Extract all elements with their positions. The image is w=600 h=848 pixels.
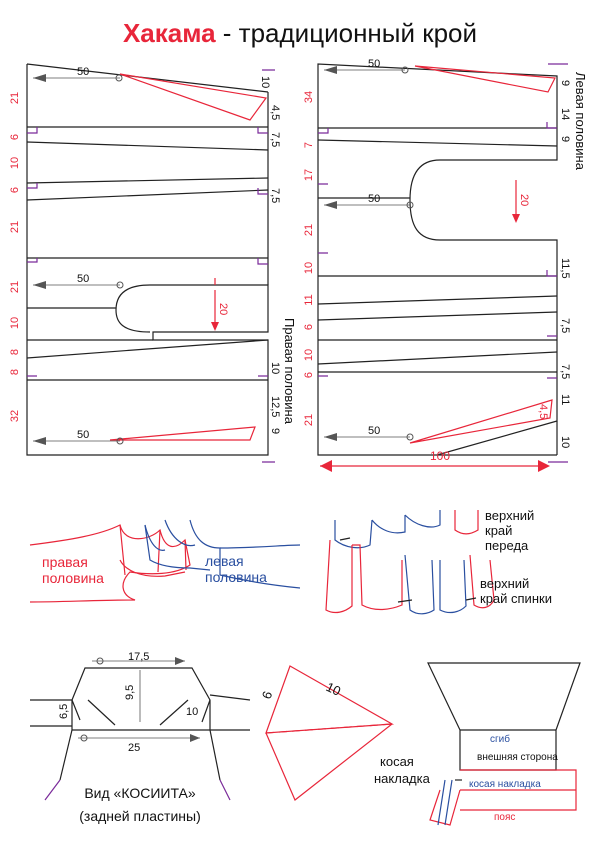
koshita-dim: 6,5 — [58, 704, 70, 719]
koshita-caption-1: Вид «КОСИИТА» — [84, 785, 196, 801]
left-half-pattern — [317, 63, 568, 472]
panel-patch: косая накладка — [469, 779, 541, 790]
dim-label: 21 — [9, 281, 21, 293]
right-half-left-dims: 21 6 10 6 21 21 10 8 8 32 — [9, 92, 21, 422]
koshita-dim: 9,5 — [124, 685, 136, 700]
patch-label-1: косая — [380, 754, 414, 769]
arrow-dim: 50 — [368, 193, 380, 205]
dim-label: 10 — [303, 262, 315, 274]
dim-label: 7 — [303, 142, 315, 148]
dim-label: 7,5 — [269, 132, 281, 147]
dim-label: 8 — [9, 349, 21, 355]
dim-label: 4,5 — [537, 404, 549, 419]
panel-fold: сгиб — [490, 733, 510, 745]
title: Хакама - традиционный крой — [123, 18, 477, 48]
left-half-left-dims: 34 7 17 21 10 11 6 10 6 21 — [303, 91, 315, 426]
dim-label: 20 — [217, 303, 229, 315]
dim-label: 6 — [9, 187, 21, 193]
dim-label: 10 — [303, 349, 315, 361]
dim-label: 10 — [269, 362, 281, 374]
koshita-dim: 17,5 — [128, 651, 149, 663]
fold-illustration-right — [325, 510, 495, 615]
dim-label: 10 — [259, 76, 271, 88]
dim-label: 6 — [303, 372, 315, 378]
dim-label: 10 — [559, 436, 571, 448]
panel-outside: внешняя сторона — [477, 752, 558, 763]
dim-label: 21 — [303, 414, 315, 426]
dim-label: 10 — [9, 317, 21, 329]
dim-label: 21 — [303, 224, 315, 236]
koshita-caption-2: (задней пластины) — [79, 808, 201, 824]
dim-label: 9 — [559, 136, 571, 142]
koshita-dim: 25 — [128, 742, 140, 754]
right-half-pattern — [26, 63, 275, 463]
dim-label: 4,5 — [269, 105, 281, 120]
arrow-dim: 50 — [368, 58, 380, 70]
title-rest: - традиционный крой — [216, 18, 477, 48]
panel-belt: пояс — [494, 812, 515, 823]
assembled-panel — [427, 662, 581, 826]
dim-label: 34 — [303, 91, 315, 103]
dim-label: 20 — [518, 194, 530, 206]
fold-illustration-left — [29, 519, 301, 603]
dim-label: 6 — [303, 324, 315, 330]
dim-label: 21 — [9, 221, 21, 233]
dim-label: 7,5 — [559, 364, 571, 379]
dim-label: 17 — [303, 169, 315, 181]
title-main: Хакама — [123, 18, 216, 48]
dim-label: 32 — [9, 410, 21, 422]
dim-label: 14 — [559, 108, 571, 120]
bottom-dim: 100 — [430, 449, 450, 463]
dim-label: 11 — [303, 294, 315, 305]
left-half-label: Левая половина — [573, 72, 588, 171]
dim-label: 10 — [9, 157, 21, 169]
dim-label: 9 — [559, 80, 571, 86]
dim-label: 9 — [269, 428, 281, 434]
koshita-dim: 10 — [186, 706, 198, 718]
dim-label: 21 — [9, 92, 21, 104]
arrow-dim: 50 — [368, 425, 380, 437]
arrow-dim: 50 — [77, 273, 89, 285]
right-half-right-dims: 10 4,5 7,5 7,5 20 10 12,5 9 — [217, 76, 281, 434]
bias-patch — [265, 665, 395, 801]
patch-dim: 10 — [324, 679, 343, 699]
right-half-label: Правая половина — [282, 318, 297, 425]
dim-label: 8 — [9, 369, 21, 375]
dim-label: 12,5 — [269, 396, 281, 417]
patch-dim: 6 — [259, 689, 276, 701]
left-half-right-dims: 9 14 9 20 11,5 7,5 7,5 11 4,5 10 — [518, 80, 571, 448]
arrow-dim: 50 — [77, 66, 89, 78]
arrow-dim: 50 — [77, 429, 89, 441]
koshita-diagram — [30, 657, 251, 801]
dim-label: 11,5 — [559, 258, 571, 279]
dim-label: 7,5 — [559, 318, 571, 333]
dim-label: 6 — [9, 134, 21, 140]
patch-label-2: накладка — [374, 771, 431, 786]
dim-label: 11 — [559, 394, 571, 405]
dim-label: 7,5 — [269, 188, 281, 203]
